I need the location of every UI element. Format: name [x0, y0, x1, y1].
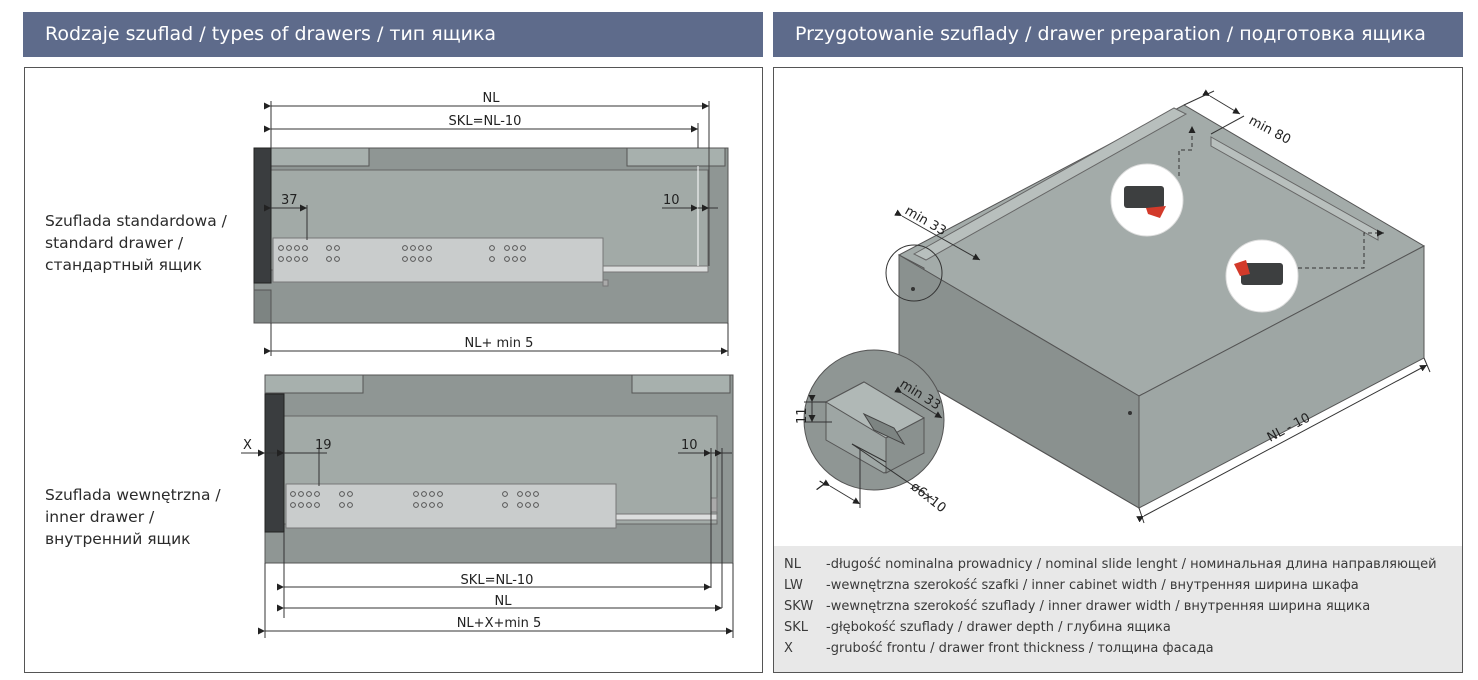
- legend-row: X -grubość frontu / drawer front thickne…: [784, 638, 1462, 659]
- inner-drawer-front: [264, 393, 285, 533]
- detail-7-label: 7: [812, 479, 827, 496]
- inner-skl-label: SKL=NL-10: [461, 573, 534, 588]
- inner-x-label: X: [243, 438, 252, 453]
- corner-detail: min 33 11 7 ø6x10: [795, 349, 949, 516]
- inner-10-label: 10: [681, 438, 698, 453]
- inner-bottom-dim-label: NL+X+min 5: [457, 616, 542, 631]
- min80-label: min 80: [1246, 113, 1293, 147]
- standard-skl-label: SKL=NL-10: [449, 114, 522, 129]
- inner-19-label: 19: [315, 438, 332, 453]
- standard-nl-label: NL: [483, 91, 501, 106]
- legend-text: -wewnętrzna szerokość szafki / inner cab…: [826, 578, 1359, 593]
- standard-drawer-diagram: NL SKL=NL-10 37 10 NL+ min 5: [253, 91, 729, 356]
- standard-drawer-label-line3: стандартный ящик: [45, 256, 202, 274]
- inner-drawer-label-line1: Szuflada wewnętrzna /: [45, 486, 221, 504]
- standard-drawer-front: [253, 147, 272, 284]
- legend-row: SKL -głębokość szuflady / drawer depth /…: [784, 617, 1462, 638]
- section-header-types: Rodzaje szuflad / types of drawers / тип…: [23, 12, 763, 57]
- isometric-drawer: min 80 min 33 NL - 10: [885, 89, 1431, 524]
- legend-text: -grubość frontu / drawer front thickness…: [826, 641, 1214, 656]
- legend-abbr: SKW: [784, 599, 814, 614]
- legend-text: -głębokość szuflady / drawer depth / глу…: [826, 620, 1171, 635]
- inner-slide: [285, 483, 617, 529]
- min33-label: min 33: [902, 203, 949, 239]
- inner-drawer-label-line2: inner drawer /: [45, 508, 155, 526]
- standard-slide: [272, 237, 604, 283]
- standard-drawer-label-line1: Szuflada standardowa /: [45, 212, 228, 230]
- legend-abbr: NL: [784, 557, 801, 572]
- drawer-types-panel: NL SKL=NL-10 37 10 NL+ min 5 Szuflada st…: [24, 67, 763, 673]
- legend-text: -długość nominalna prowadnicy / nominal …: [826, 557, 1437, 572]
- hole-dim-label: ø6x10: [908, 479, 949, 516]
- standard-37-label: 37: [281, 193, 298, 208]
- legend-row: LW -wewnętrzna szerokość szafki / inner …: [784, 575, 1462, 596]
- legend-row: NL -długość nominalna prowadnicy / nomin…: [784, 554, 1462, 575]
- drawer-preparation-panel: min 80 min 33 NL - 10 min 33 11 7: [773, 67, 1463, 673]
- standard-bottom-dim-label: NL+ min 5: [465, 336, 534, 351]
- inner-drawer-diagram: X 19 10 SKL=NL-10 NL NL+X+min 5: [241, 374, 734, 638]
- legend-abbr: X: [784, 641, 793, 656]
- legend-box: NL -długość nominalna prowadnicy / nomin…: [774, 546, 1462, 672]
- standard-10-label: 10: [663, 193, 680, 208]
- legend-text: -wewnętrzna szerokość szuflady / inner d…: [826, 599, 1371, 614]
- detail-11-label: 11: [795, 407, 810, 424]
- legend-row: SKW -wewnętrzna szerokość szuflady / inn…: [784, 596, 1462, 617]
- standard-drawer-label-line2: standard drawer /: [45, 234, 184, 252]
- legend-abbr: SKL: [784, 620, 809, 635]
- legend-abbr: LW: [784, 578, 803, 593]
- inner-nl-label: NL: [495, 594, 513, 609]
- section-header-preparation: Przygotowanie szuflady / drawer preparat…: [773, 12, 1463, 57]
- drawer-preparation-diagram: min 80 min 33 NL - 10 min 33 11 7: [795, 89, 1431, 524]
- drawer-types-diagram: NL SKL=NL-10 37 10 NL+ min 5 Szuflada st…: [45, 91, 734, 638]
- inner-drawer-label-line3: внутренний ящик: [45, 530, 191, 548]
